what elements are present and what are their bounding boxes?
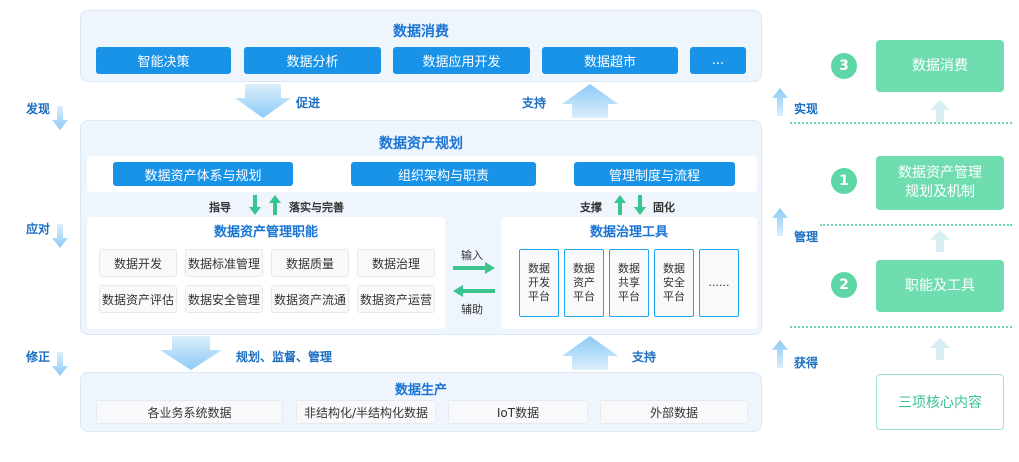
core-box-functions-tools[interactable]: 职能及工具 [876, 260, 1004, 312]
function-item-quality[interactable]: 数据质量 [271, 249, 349, 277]
core-box-consumption[interactable]: 数据消费 [876, 40, 1004, 92]
label-assist: 辅助 [461, 303, 483, 316]
label-support-top: 支持 [522, 96, 547, 110]
consumption-item-more[interactable]: ... [690, 47, 746, 74]
consumption-item-app-dev[interactable]: 数据应用开发 [393, 47, 530, 74]
production-panel: 数据生产 各业务系统数据 非结构化/半结构化数据 IoT数据 外部数据 [80, 372, 762, 432]
left-label-correct: 修正 [26, 350, 51, 364]
function-item-dev[interactable]: 数据开发 [99, 249, 177, 277]
left-arrow-assist [453, 285, 495, 297]
tool-share-platform[interactable]: 数据 共享 平台 [609, 249, 649, 317]
planning-item-policy[interactable]: 管理制度与流程 [574, 162, 735, 186]
core-number-1: 1 [831, 168, 857, 194]
right-arrow-input [453, 262, 495, 274]
function-item-security[interactable]: 数据安全管理 [185, 285, 263, 313]
left-down-arrow-1 [52, 106, 68, 130]
planning-title: 数据资产规划 [379, 136, 463, 152]
tool-dev-platform[interactable]: 数据 开发 平台 [519, 249, 559, 317]
dotted-separator-2 [820, 224, 1012, 226]
function-item-governance[interactable]: 数据治理 [357, 249, 435, 277]
tool-security-platform[interactable]: 数据 安全 平台 [654, 249, 694, 317]
label-input: 输入 [461, 249, 483, 262]
core-number-2: 2 [831, 272, 857, 298]
down-arrow-promote [235, 84, 291, 118]
up-arrow-support-bottom [562, 336, 618, 370]
consumption-item-decision[interactable]: 智能决策 [96, 47, 231, 74]
planning-item-system[interactable]: 数据资产体系与规划 [113, 162, 293, 186]
core-number-3: 3 [831, 53, 857, 79]
production-item-unstructured[interactable]: 非结构化/半结构化数据 [296, 400, 436, 424]
tool-more[interactable]: ...... [699, 249, 739, 317]
left-down-arrow-3 [52, 352, 68, 376]
small-up-arrow-underpin [614, 195, 626, 215]
label-underpin: 支撑 [580, 201, 602, 214]
label-promote: 促进 [296, 96, 321, 110]
tool-asset-platform[interactable]: 数据 资产 平台 [564, 249, 604, 317]
production-item-iot[interactable]: IoT数据 [448, 400, 588, 424]
planning-item-organization[interactable]: 组织架构与职责 [351, 162, 536, 186]
core-up-arrow-3 [930, 338, 950, 360]
label-support-bottom: 支持 [632, 350, 657, 364]
small-up-arrow-implement [269, 195, 281, 215]
production-item-business[interactable]: 各业务系统数据 [96, 400, 283, 424]
functions-title: 数据资产管理职能 [213, 225, 318, 240]
core-bottom-label: 三项核心内容 [898, 395, 982, 411]
small-down-arrow-solidify [634, 195, 646, 215]
down-arrow-plan-supervise [160, 336, 222, 370]
left-label-respond: 应对 [26, 222, 51, 236]
label-plan-supervise-manage: 规划、监督、管理 [236, 350, 333, 364]
label-guide: 指导 [209, 201, 231, 214]
left-label-discover: 发现 [26, 102, 51, 116]
tools-title: 数据治理工具 [589, 225, 668, 240]
consumption-panel: 数据消费 智能决策 数据分析 数据应用开发 数据超市 ... [80, 10, 762, 82]
core-up-arrow-1 [930, 100, 950, 122]
production-item-external[interactable]: 外部数据 [600, 400, 748, 424]
right-label-obtain: 获得 [794, 356, 819, 370]
function-item-circulation[interactable]: 数据资产流通 [271, 285, 349, 313]
consumption-title: 数据消费 [393, 24, 449, 40]
right-up-arrow-2 [772, 208, 788, 236]
core-up-arrow-2 [930, 230, 950, 252]
function-item-standard[interactable]: 数据标准管理 [185, 249, 263, 277]
function-item-operation[interactable]: 数据资产运营 [357, 285, 435, 313]
small-down-arrow-guide [249, 195, 261, 215]
left-down-arrow-2 [52, 224, 68, 248]
consumption-item-supermarket[interactable]: 数据超市 [542, 47, 678, 74]
label-implement-improve: 落实与完善 [289, 201, 344, 214]
right-up-arrow-1 [772, 88, 788, 116]
up-arrow-support-top [562, 84, 618, 118]
right-up-arrow-3 [772, 340, 788, 368]
functions-panel: 数据资产管理职能 数据开发 数据标准管理 数据质量 数据治理 数据资产评估 数据… [87, 217, 445, 329]
right-label-realize: 实现 [794, 102, 819, 116]
consumption-item-analysis[interactable]: 数据分析 [244, 47, 381, 74]
dotted-separator-3 [790, 326, 1012, 328]
right-label-manage: 管理 [794, 230, 819, 244]
planning-panel: 数据资产规划 数据资产体系与规划 组织架构与职责 管理制度与流程 指导 落实与完… [80, 120, 762, 335]
label-solidify: 固化 [653, 201, 675, 214]
core-box-planning-mechanism[interactable]: 数据资产管理 规划及机制 [876, 156, 1004, 210]
production-title: 数据生产 [394, 383, 447, 398]
core-bottom-box[interactable]: 三项核心内容 [876, 374, 1004, 430]
function-item-evaluation[interactable]: 数据资产评估 [99, 285, 177, 313]
tools-panel: 数据治理工具 数据 开发 平台 数据 资产 平台 数据 共享 平台 数据 安全 … [501, 217, 757, 329]
dotted-separator-1 [790, 122, 1012, 124]
